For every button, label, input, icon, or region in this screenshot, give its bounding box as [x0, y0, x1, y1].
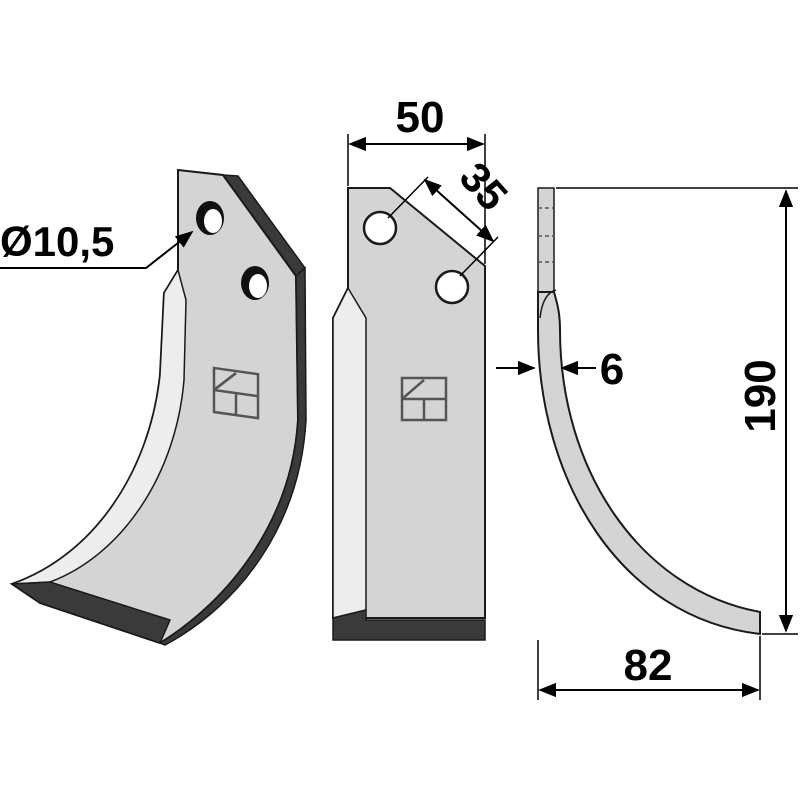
- front-view-blade: 50 35: [332, 93, 517, 641]
- thickness-label: 6: [600, 345, 624, 394]
- front-blade-bevel: [332, 286, 367, 619]
- perspective-logo-mark: [212, 366, 260, 420]
- perspective-blade-bottom-edge: [9, 581, 172, 644]
- hole-diameter-leader: [0, 230, 194, 269]
- front-hole-lower: [434, 269, 470, 305]
- hole-spacing-leader-upper: [387, 176, 429, 219]
- side-blade-profile: [537, 291, 761, 636]
- front-hole-upper: [362, 210, 398, 246]
- front-logo-mark: [400, 376, 448, 422]
- side-view-blade: 6 190 82: [496, 187, 798, 700]
- perspective-blade-side-edge: [158, 266, 307, 646]
- width-label: 50: [396, 93, 445, 142]
- perspective-hole-lower-inner: [249, 274, 267, 298]
- side-blade-shank: [537, 187, 555, 293]
- perspective-view-blade: Ø10,5: [0, 168, 307, 646]
- hole-diameter-label: Ø10,5: [0, 218, 114, 265]
- front-blade-bottom-edge: [332, 609, 486, 641]
- side-blade-bend: [539, 289, 557, 319]
- hole-spacing-leader-lower: [459, 236, 499, 277]
- perspective-hole-upper-inner: [204, 209, 222, 233]
- hole-spacing-label: 35: [451, 153, 517, 219]
- hole-spacing-dimension-line: [423, 178, 495, 243]
- depth-label: 82: [624, 641, 673, 690]
- height-label: 190: [736, 359, 785, 432]
